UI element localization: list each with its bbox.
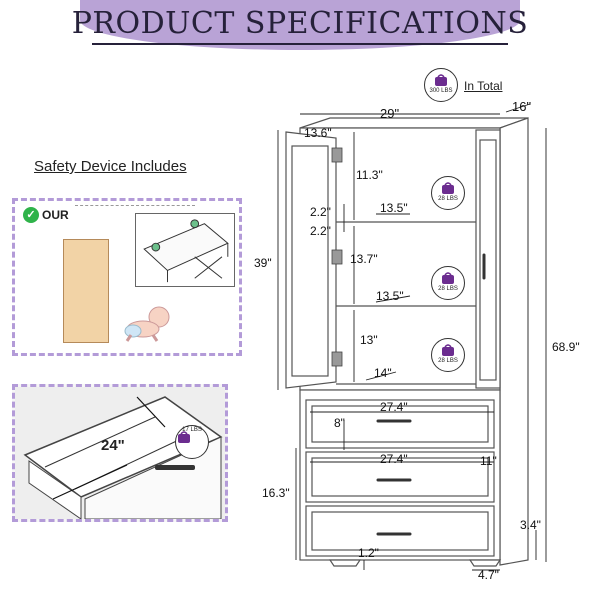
cabinet-side-illustration <box>63 239 109 343</box>
drawer-depth-label: 24" <box>101 437 125 454</box>
weight-badge-shelf-2: 28 LBS <box>431 266 465 300</box>
weight-badge-total: 300 LBS <box>424 68 458 102</box>
dim-shelf-width-1: 13.5" <box>380 201 408 215</box>
dim-drawer-height: 8" <box>334 416 345 430</box>
weight-bag-icon <box>442 344 454 356</box>
safety-device-panel: ✓ OUR <box>12 198 242 356</box>
dim-gap-2: 2.2" <box>310 224 331 238</box>
dim-drawer-depth: 11" <box>480 454 497 468</box>
page-title: PRODUCT SPECIFICATIONS <box>71 6 529 41</box>
dim-depth-total: 16" <box>512 99 532 114</box>
weight-badge-label: 300 LBS <box>429 88 453 94</box>
dim-shelf2-height: 13.7" <box>350 252 378 266</box>
dim-shelf3-height: 13" <box>360 333 378 347</box>
dim-drawer-section-height: 16.3" <box>262 486 290 500</box>
dim-cabinet-height: 39" <box>254 256 272 270</box>
dim-shelf-width-2: 13.5" <box>376 289 404 303</box>
weight-bag-icon <box>442 182 454 194</box>
dim-foot-height: 1.2" <box>358 546 379 560</box>
dim-foot-width: 4.7" <box>478 568 499 582</box>
checkmark-icon: ✓ <box>23 207 39 223</box>
weight-badge-label: 28 LBS <box>438 358 458 364</box>
dim-gap-1: 2.2" <box>310 205 331 219</box>
our-label: OUR <box>42 208 69 222</box>
dim-drawer-width-1: 27.4" <box>380 400 408 414</box>
dim-width-total: 29" <box>380 106 400 121</box>
weight-badge-label: 28 LBS <box>438 286 458 292</box>
weight-badge-label: 28 LBS <box>438 196 458 202</box>
baby-illustration <box>124 306 170 342</box>
title-underline <box>92 43 508 45</box>
in-total-label: In Total <box>464 79 503 93</box>
dim-total-height: 68.9" <box>552 340 580 354</box>
dim-drawer-width-2: 27.4" <box>380 452 408 466</box>
anti-tip-zoom-illustration <box>135 213 235 287</box>
weight-badge-shelf-3: 28 LBS <box>431 338 465 372</box>
dim-door-width: 13.6" <box>304 126 332 140</box>
weight-bag-icon <box>435 74 447 86</box>
header-band <box>80 0 520 50</box>
weight-badge-shelf-1: 28 LBS <box>431 176 465 210</box>
zoom-lines <box>75 205 195 245</box>
weight-bag-icon <box>178 431 190 443</box>
dim-shelf-depth: 14" <box>374 366 392 380</box>
dim-leg-height: 3.4" <box>520 518 541 532</box>
our-label-row: ✓ OUR <box>23 207 69 223</box>
dim-shelf1-height: 11.3" <box>356 168 383 182</box>
weight-bag-icon <box>442 272 454 284</box>
safety-title: Safety Device Includes <box>34 158 187 175</box>
drawer-closeup-panel: 24" 17 LBS <box>12 384 228 522</box>
weight-badge-drawer: 17 LBS <box>175 425 209 459</box>
weight-badge-label: 17 LBS <box>182 427 202 433</box>
